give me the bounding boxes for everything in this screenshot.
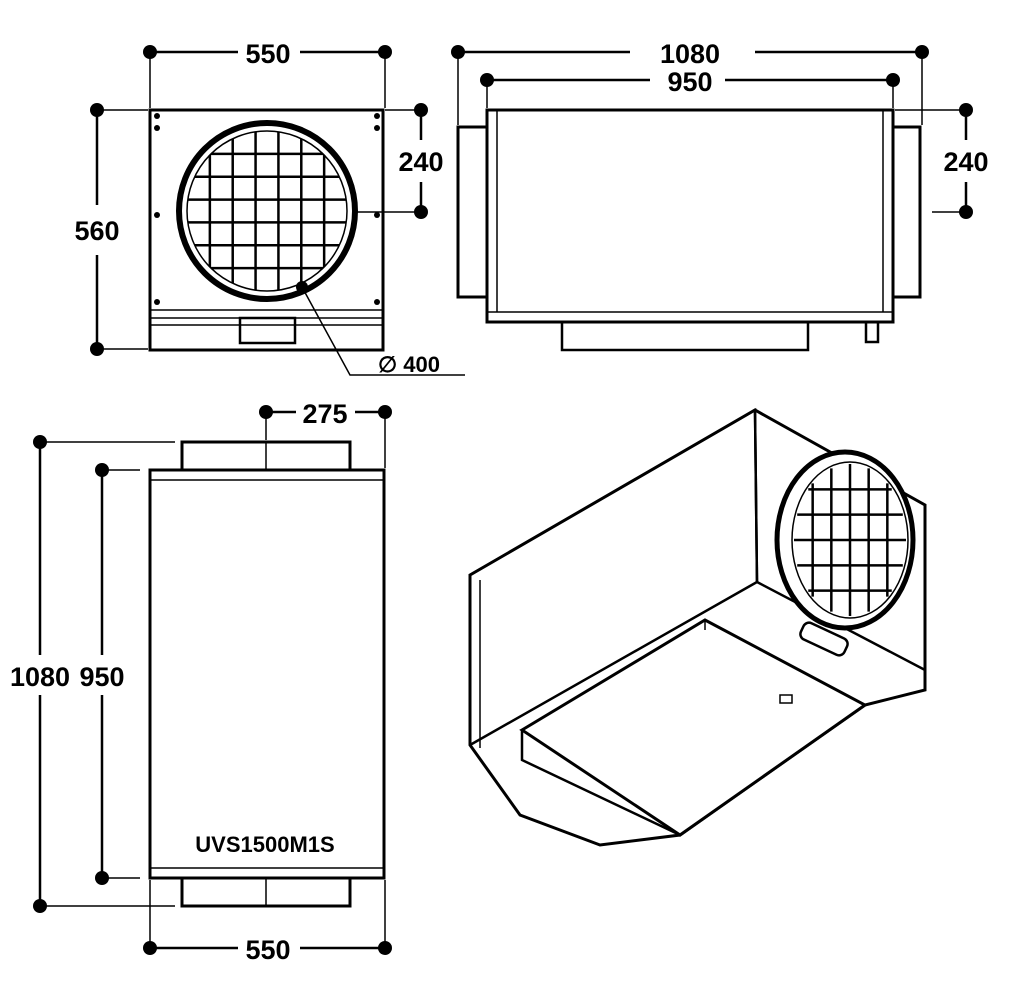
front-view: 550 560 240 ∅ 400 [74,39,465,377]
dim-front-height: 560 [74,216,119,246]
dim-duct-diameter: ∅ 400 [378,352,440,377]
dim-front-duct-offset: 240 [398,147,443,177]
dim-front-width: 550 [245,39,290,69]
side-view: 1080 950 240 [451,39,989,352]
dim-top-duct-offset: 275 [302,399,347,429]
dim-top-overall-length: 1080 [10,662,70,692]
top-view: UVS1500M1S 275 1080 950 550 [10,399,392,965]
duct-grille [176,120,358,302]
dim-side-duct-offset: 240 [943,147,988,177]
dim-top-body-length: 950 [79,662,124,692]
dim-top-width: 550 [245,935,290,965]
isometric-view [468,407,927,847]
dim-side-overall-length: 1080 [660,39,720,69]
model-label: UVS1500M1S [195,832,334,857]
dim-side-body-length: 950 [667,67,712,97]
